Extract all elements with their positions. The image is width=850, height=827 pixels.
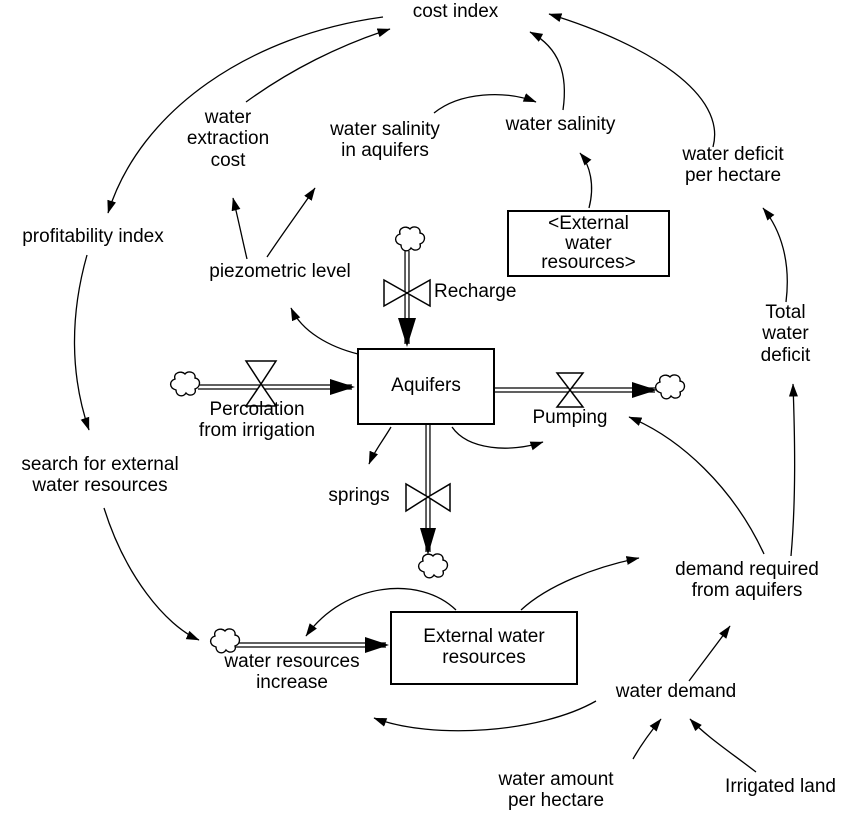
arrow-external-ref-to-water-salinity: [579, 152, 593, 209]
arrow-cost-index-to-profitability-index: [107, 16, 384, 214]
recharge-source-cloud-icon: [394, 226, 426, 252]
variable-water-salinity-in-aquifers: water salinity in aquifers: [330, 119, 440, 162]
variable-water-deficit-per-hectare: water deficit per hectare: [682, 144, 784, 187]
flow-label-water-resources-increase: water resources increase: [224, 651, 360, 694]
pumping-arrowhead: [632, 382, 657, 398]
flow-valves: [244, 278, 585, 513]
arrow-profitability-index-to-search: [73, 254, 90, 431]
arrow-salinity-in-aquifers-to-water-salinity: [433, 93, 537, 114]
variable-profitability-index: profitability index: [22, 226, 164, 247]
recharge-arrowhead: [398, 318, 416, 347]
arrow-demand-required-to-total-water-deficit: [788, 383, 798, 557]
variable-water-demand: water demand: [615, 681, 737, 702]
arrow-external-stock-to-water-resources-increase: [305, 587, 457, 637]
arrow-water-extraction-cost-to-cost-index: [245, 28, 391, 103]
recharge-valve-icon: [383, 278, 431, 308]
shadow-variable-label: <External water resources>: [541, 212, 636, 274]
arrow-demand-required-to-pumping: [628, 416, 765, 555]
variable-water-extraction-cost: water extraction cost: [186, 107, 270, 171]
percolation-source-cloud-icon: [169, 371, 201, 397]
flow-pipes: [198, 251, 655, 648]
stock-aquifers: Aquifers: [357, 348, 495, 425]
flow-label-percolation-from-irrigation: Percolation from irrigation: [198, 399, 316, 442]
arrow-water-amount-to-water-demand: [632, 718, 662, 760]
variable-irrigated-land: Irrigated land: [725, 776, 836, 797]
arrow-search-to-water-resources-increase: [103, 507, 200, 641]
flow-label-recharge: Recharge: [434, 281, 517, 302]
arrow-aquifers-to-springs: [368, 426, 392, 465]
arrow-aquifers-to-pumping: [451, 426, 544, 451]
pumping-sink-cloud-icon: [654, 374, 686, 400]
arrow-water-demand-to-demand-required: [688, 625, 731, 682]
stock-aquifers-label: Aquifers: [391, 375, 461, 397]
arrow-total-water-deficit-to-deficit-per-hectare: [762, 207, 788, 303]
percolation-arrowhead: [330, 379, 355, 395]
springs-valve-icon: [405, 482, 451, 513]
variable-search-for-external-water-resources: search for external water resources: [21, 454, 179, 497]
variable-water-amount-per-hectare: water amount per hectare: [498, 769, 614, 812]
arrow-irrigated-land-to-water-demand: [689, 718, 757, 773]
shadow-variable-external-water-resources: <External water resources>: [507, 210, 670, 277]
arrow-water-demand-to-water-resources-increase: [373, 700, 597, 732]
stock-external-water-resources-label: External water resources: [423, 626, 545, 668]
flow-arrowheads: [330, 318, 657, 653]
arrow-external-stock-to-demand-required: [520, 556, 640, 611]
springs-arrowhead: [420, 528, 436, 555]
arrow-water-deficit-per-hectare-to-cost-index: [548, 13, 716, 148]
springs-sink-cloud-icon: [417, 553, 449, 579]
arrow-water-salinity-to-cost-index: [529, 31, 566, 111]
arrow-aquifers-to-piezometric-level: [290, 307, 359, 355]
variable-demand-required-from-aquifers: demand required from aquifers: [675, 559, 819, 602]
variable-total-water-deficit: Total water deficit: [760, 302, 811, 366]
flow-label-springs: springs: [328, 485, 390, 506]
percolation-valve-icon: [244, 360, 278, 407]
water-resources-source-cloud-icon: [209, 628, 241, 654]
variable-water-salinity: water salinity: [505, 114, 616, 135]
pumping-valve-icon: [555, 372, 585, 408]
water-resources-increase-arrowhead: [365, 637, 389, 653]
influence-arrows: [73, 13, 798, 773]
arrow-piezometric-to-water-extraction-cost: [231, 197, 248, 260]
variable-cost-index: cost index: [412, 1, 499, 22]
arrow-piezometric-to-salinity-in-aquifers: [266, 187, 316, 258]
flow-label-pumping: Pumping: [532, 407, 608, 428]
variable-piezometric-level: piezometric level: [209, 261, 351, 282]
stock-external-water-resources: External water resources: [390, 611, 578, 685]
